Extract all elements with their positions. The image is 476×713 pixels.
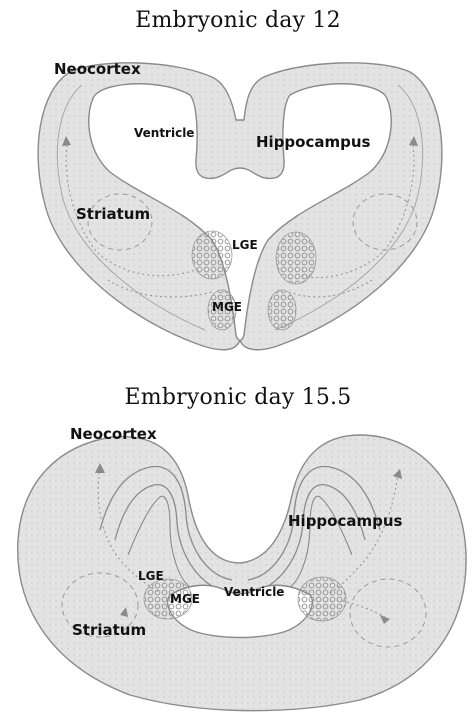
label-hippocampus-e12: Hippocampus [256, 133, 370, 151]
label-lge-e12: LGE [232, 238, 258, 252]
label-neocortex-e12: Neocortex [54, 60, 141, 78]
panel-embryonic-day-15-5: Embryonic day 15.5 [0, 365, 476, 713]
label-striatum-e15-5: Striatum [72, 621, 146, 639]
brain-section-e15-5 [0, 365, 476, 713]
label-lge-e15-5: LGE [138, 569, 164, 583]
label-ventricle-e15-5: Ventricle [224, 585, 284, 599]
label-neocortex-e15-5: Neocortex [70, 425, 157, 443]
lge-cluster-right-e15-5 [298, 577, 346, 621]
lge-cluster-right-e12 [276, 232, 316, 284]
label-hippocampus-e15-5: Hippocampus [288, 512, 402, 530]
lge-cluster-left-e12 [192, 231, 232, 279]
label-striatum-e12: Striatum [76, 205, 150, 223]
label-mge-e15-5: MGE [170, 592, 200, 606]
label-ventricle-e12: Ventricle [134, 126, 194, 140]
label-mge-e12: MGE [212, 300, 242, 314]
panel-embryonic-day-12: Embryonic day 12 [0, 0, 476, 365]
mge-cluster-right-e12 [268, 290, 296, 330]
